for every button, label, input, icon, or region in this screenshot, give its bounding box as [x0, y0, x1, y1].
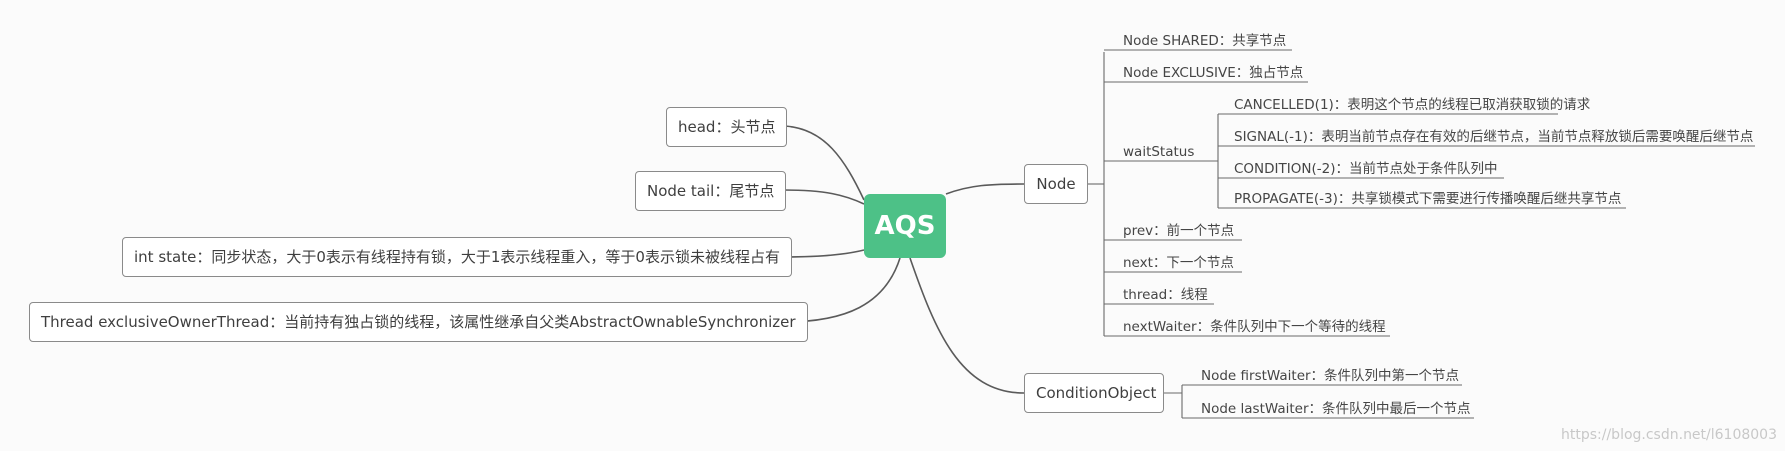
node-thread-label: thread：线程	[1123, 287, 1208, 303]
node-nextwaiter-label: nextWaiter：条件队列中下一个等待的线程	[1123, 319, 1386, 335]
waitstatus-signal: SIGNAL(-1)：表明当前节点存在有效的后继节点，当前节点释放锁后需要唤醒后…	[1234, 129, 1754, 145]
left-node-head[interactable]: head：头节点	[666, 107, 788, 147]
left-node-tail[interactable]: Node tail：尾节点	[635, 171, 787, 211]
waitstatus-cancelled: CANCELLED(1)：表明这个节点的线程已取消获取锁的请求	[1234, 97, 1591, 113]
left-node-state[interactable]: int state：同步状态，大于0表示有线程持有锁，大于1表示线程重入，等于0…	[122, 237, 792, 277]
condition-object-box[interactable]: ConditionObject	[1024, 373, 1164, 413]
node-prev-label: prev：前一个节点	[1123, 223, 1235, 239]
edge-root-node	[945, 183, 1025, 195]
edge-root-head	[783, 125, 865, 201]
node-next-label: next：下一个节点	[1123, 255, 1234, 271]
watermark: https://blog.csdn.net/l6108003	[1561, 427, 1777, 443]
waitstatus-propagate: PROPAGATE(-3)：共享锁模式下需要进行传播唤醒后继共享节点	[1234, 191, 1622, 207]
condition-lastwaiter: Node lastWaiter：条件队列中最后一个节点	[1201, 401, 1471, 417]
waitstatus-condition: CONDITION(-2)：当前节点处于条件队列中	[1234, 161, 1498, 177]
node-box[interactable]: Node	[1024, 164, 1088, 204]
edge-root-state	[783, 249, 865, 258]
waitstatus-label: waitStatus	[1123, 144, 1195, 160]
node-exclusive-label: Node EXCLUSIVE：独占节点	[1123, 65, 1304, 81]
node-shared-label: Node SHARED：共享节点	[1123, 33, 1287, 49]
root-node-aqs[interactable]: AQS	[864, 194, 946, 258]
condition-firstwaiter: Node firstWaiter：条件队列中第一个节点	[1201, 368, 1460, 384]
edge-root-tail	[783, 189, 865, 205]
edge-root-condition	[909, 257, 1025, 394]
left-node-owner-thread[interactable]: Thread exclusiveOwnerThread：当前持有独占锁的线程，该…	[29, 302, 808, 342]
